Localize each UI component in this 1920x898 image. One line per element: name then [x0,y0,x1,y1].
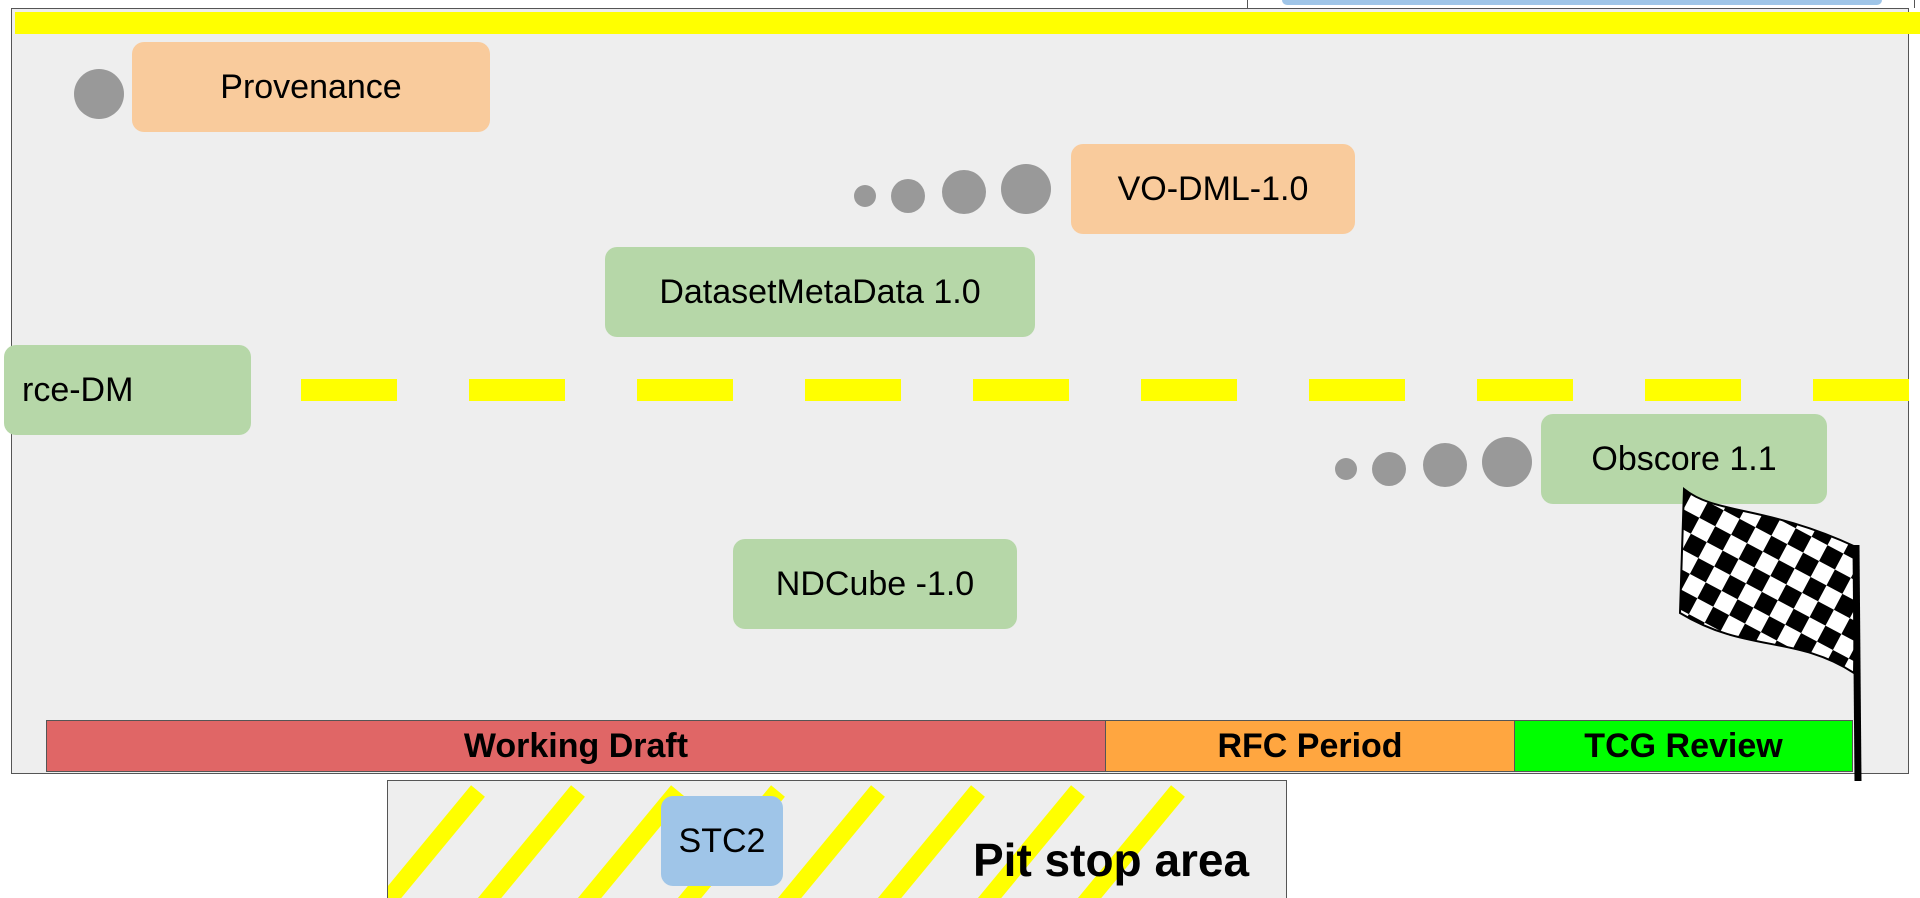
pit-stop-area: STC2 Pit stop area [387,780,1287,898]
lane-dash [1477,379,1573,401]
phase-working-draft: Working Draft [46,720,1106,772]
node-dataset-metadata[interactable]: DatasetMetaData 1.0 [605,247,1035,337]
node-vo-dml[interactable]: VO-DML-1.0 [1071,144,1355,234]
lane-dash [469,379,565,401]
node-source-dm[interactable]: rce-DM [4,345,251,435]
lane-dash [1309,379,1405,401]
node-provenance[interactable]: Provenance [132,42,490,132]
lane-dash [637,379,733,401]
progress-dot [1001,164,1051,214]
progress-dot [1482,437,1532,487]
progress-dot [1423,443,1467,487]
phase-tcg-review: TCG Review [1514,720,1853,772]
lane-dash [1141,379,1237,401]
progress-dot [1372,452,1406,486]
lane-dash [301,379,397,401]
lane-dash [1645,379,1741,401]
lane-dash [973,379,1069,401]
progress-dot [1335,458,1357,480]
node-ndcube[interactable]: NDCube -1.0 [733,539,1017,629]
lane-dash [1813,379,1909,401]
node-stc2[interactable]: STC2 [661,796,783,886]
lane-dash [805,379,901,401]
node-obscore[interactable]: Obscore 1.1 [1541,414,1827,504]
progress-dot [942,170,986,214]
top-right-blue-strip [1282,0,1882,5]
checkered-flag-icon [1678,486,1862,782]
progress-dot [854,185,876,207]
progress-dot [74,69,124,119]
phase-rfc-period: RFC Period [1105,720,1515,772]
top-lane-line [15,12,1920,34]
pit-stop-label: Pit stop area [973,834,1250,886]
progress-dot [891,179,925,213]
